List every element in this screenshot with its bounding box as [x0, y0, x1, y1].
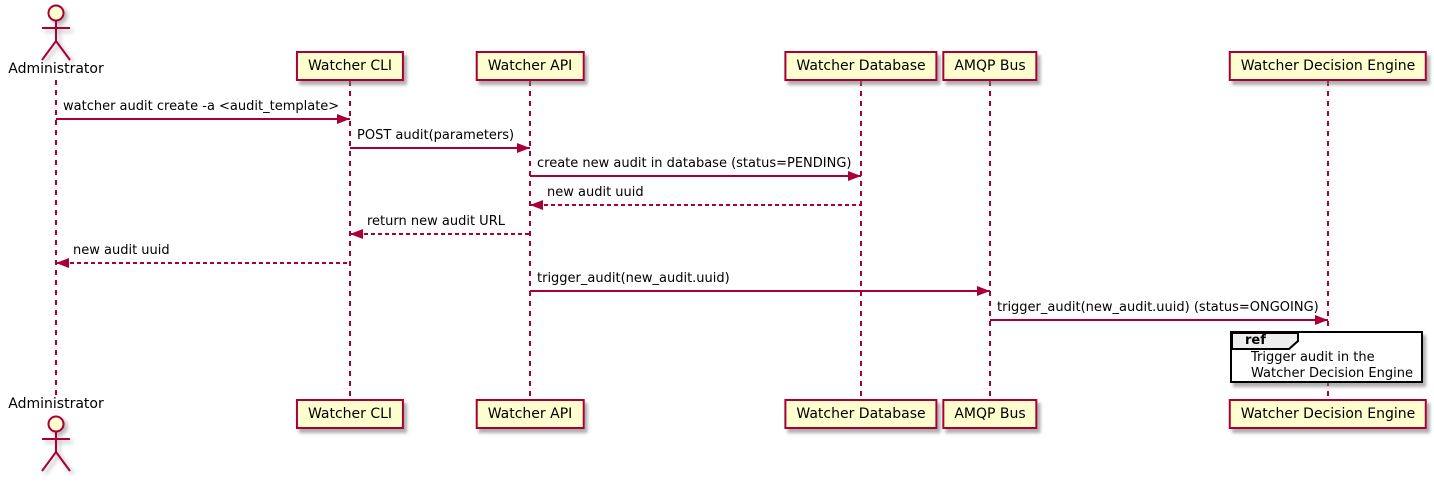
participant-top-amqp: AMQP Bus — [942, 51, 1038, 81]
message-label-4: new audit uuid — [547, 185, 644, 200]
participant-top-cli: Watcher CLI — [295, 51, 405, 81]
lifeline-db — [860, 81, 862, 399]
message-line-4 — [530, 204, 861, 206]
message-line-2 — [350, 147, 530, 149]
message-label-7: trigger_audit(new_audit.uuid) — [537, 271, 730, 286]
arrowhead-6 — [56, 257, 69, 268]
message-label-3: create new audit in database (status=PEN… — [537, 156, 852, 171]
message-line-7 — [530, 290, 990, 292]
lifeline-amqp — [989, 81, 991, 399]
participant-bottom-cli: Watcher CLI — [295, 399, 405, 429]
message-line-5 — [350, 233, 530, 235]
arrowhead-4 — [530, 199, 543, 210]
message-label-2: POST audit(parameters) — [357, 128, 515, 143]
participant-bottom-amqp: AMQP Bus — [942, 399, 1038, 429]
arrowhead-7 — [977, 285, 990, 296]
arrowhead-3 — [848, 170, 861, 181]
actor-icon — [41, 4, 71, 61]
ref-text-line-2: Watcher Decision Engine — [1251, 366, 1413, 381]
participant-bottom-api: Watcher API — [475, 399, 585, 429]
lifeline-wde — [1327, 81, 1329, 399]
message-line-8 — [990, 319, 1328, 321]
ref-text: Trigger audit in the Watcher Decision En… — [1232, 350, 1421, 382]
message-label-1: watcher audit create -a <audit_template> — [63, 99, 340, 114]
participant-bottom-wde: Watcher Decision Engine — [1228, 399, 1428, 429]
participant-top-db: Watcher Database — [784, 51, 938, 81]
lifeline-api — [529, 81, 531, 399]
actor-icon — [41, 415, 71, 472]
ref-keyword: ref — [1245, 333, 1266, 348]
participant-bottom-db: Watcher Database — [784, 399, 938, 429]
arrowhead-1 — [337, 113, 350, 124]
participant-top-api: Watcher API — [475, 51, 585, 81]
arrowhead-5 — [350, 228, 363, 239]
message-line-6 — [56, 262, 350, 264]
message-label-5: return new audit URL — [367, 214, 505, 229]
message-label-8: trigger_audit(new_audit.uuid) (status=ON… — [997, 300, 1319, 315]
participant-top-wde: Watcher Decision Engine — [1228, 51, 1428, 81]
message-label-6: new audit uuid — [73, 243, 170, 258]
ref-box: ref Trigger audit in the Watcher Decisio… — [1230, 331, 1423, 383]
actor-label-top: Administrator — [8, 61, 104, 77]
message-line-1 — [56, 118, 350, 120]
ref-text-line-1: Trigger audit in the — [1251, 350, 1375, 365]
lifeline-cli — [349, 81, 351, 399]
message-line-3 — [530, 175, 861, 177]
arrowhead-8 — [1315, 314, 1328, 325]
lifeline-admin — [55, 80, 57, 397]
actor-figure-bottom — [36, 414, 76, 478]
actor-label-bottom: Administrator — [8, 396, 104, 412]
ref-tab-icon — [1231, 332, 1299, 350]
arrowhead-2 — [517, 142, 530, 153]
actor-figure-top — [36, 3, 76, 67]
